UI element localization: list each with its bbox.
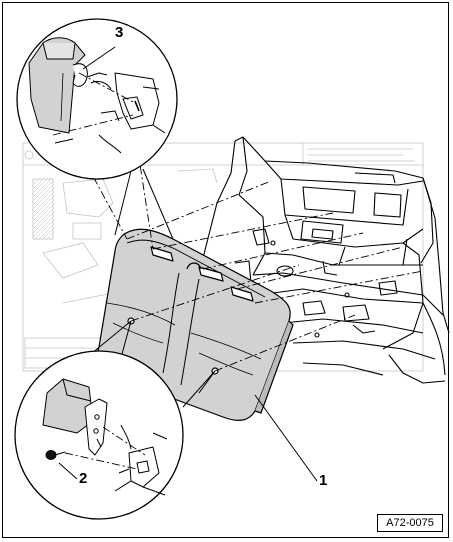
callout-1-leader: [254, 394, 318, 482]
diagram-frame: 3 2 1: [2, 2, 450, 538]
vehicle-body: [202, 136, 450, 384]
callout-3-leader: [82, 46, 116, 70]
callout-number-1: 1: [319, 472, 328, 489]
callout-number-3: 3: [115, 24, 124, 41]
detail-circle-top: [16, 18, 178, 180]
callout-number-2: 2: [79, 470, 88, 487]
figure-reference-code: A72-0075: [377, 514, 443, 532]
detail-circle-bottom: [14, 350, 184, 520]
callout-2-leader: [58, 462, 78, 480]
exploded-diagram: [14, 18, 450, 520]
